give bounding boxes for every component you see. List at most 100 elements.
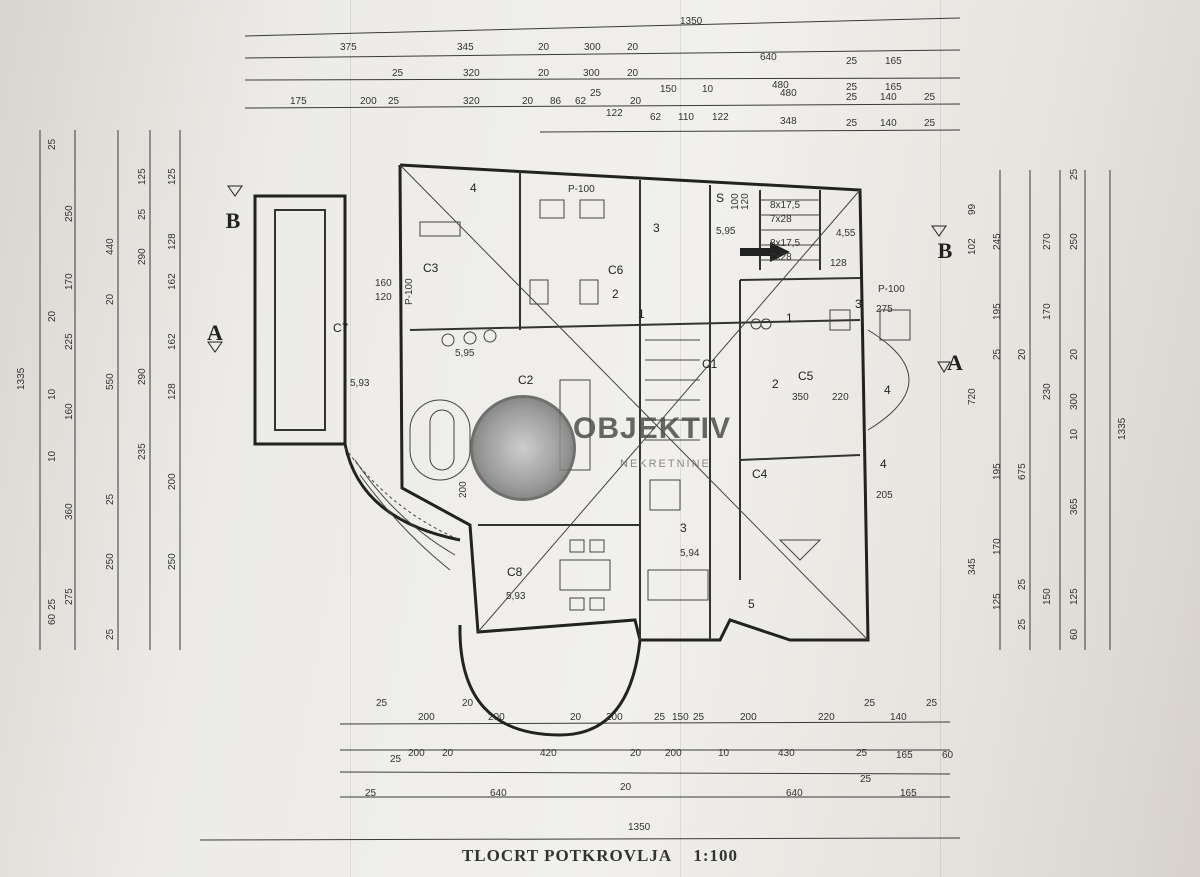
dimension-label: 25	[105, 493, 116, 505]
dimension-label: 290	[137, 248, 148, 265]
dimension-label: 25	[846, 92, 858, 103]
note-label: 7x28	[770, 252, 792, 263]
room-label: 3	[653, 221, 660, 235]
dimension-label: 200	[488, 712, 505, 723]
level-marker: 5,95	[716, 226, 736, 237]
dimension-label: 25	[390, 754, 402, 765]
dimension-label: 230	[1042, 383, 1053, 400]
dimension-label: 128	[167, 383, 178, 400]
note-label: 275	[876, 304, 893, 315]
dimension-label: 170	[992, 538, 1003, 555]
level-marker: 5,93	[506, 591, 526, 602]
dimension-label: 345	[967, 558, 978, 575]
dimension-label: 165	[900, 788, 917, 799]
dimension-label: 25	[924, 92, 936, 103]
dimension-label: 162	[167, 273, 178, 290]
note-label: 128	[830, 258, 847, 269]
note-label: 200	[458, 481, 469, 498]
watermark-logo-icon	[470, 395, 576, 501]
dimension-label: 110	[678, 112, 694, 123]
dimension-label: 20	[1017, 348, 1028, 360]
dimension-label: 122	[606, 108, 623, 119]
dimension-label: 300	[1069, 393, 1080, 410]
dimension-label: 99	[967, 203, 978, 215]
section-marker: B	[938, 238, 953, 263]
dimension-label: 550	[105, 373, 116, 390]
dimension-label: 250	[1069, 233, 1080, 250]
dimension-label: 10	[702, 84, 714, 95]
note-label: 8x17,5	[770, 200, 800, 211]
dimension-label: 195	[992, 303, 1003, 320]
dimension-label: 1350	[680, 16, 703, 27]
dimension-label: 25	[47, 138, 58, 150]
dimension-label: 720	[967, 388, 978, 405]
section-marker: A	[207, 320, 223, 345]
note-label: P-100	[568, 184, 595, 195]
dimension-label: 150	[672, 712, 689, 723]
dimension-label: 20	[522, 96, 534, 107]
note-label: P-100	[878, 284, 905, 295]
note-label: 350	[792, 392, 809, 403]
note-label: 120	[375, 292, 392, 303]
drawing-title: TLOCRT POTKROVLJA 1:100	[0, 846, 1200, 866]
dimension-label: 640	[490, 788, 507, 799]
note-label: 160	[375, 278, 392, 289]
dimension-label: 140	[890, 712, 907, 723]
drawing-scale: 1:100	[693, 846, 739, 865]
level-marker: 4,55	[836, 228, 856, 239]
room-label: 2	[612, 287, 619, 301]
dimension-label: 10	[1069, 428, 1080, 440]
watermark-brand: OBJEKTIV	[573, 412, 732, 445]
dimension-label: 125	[137, 168, 148, 185]
dimension-label: 86	[550, 96, 562, 107]
room-label: 1	[638, 307, 645, 321]
dimension-label: 200	[418, 712, 435, 723]
level-marker: 5,95	[455, 348, 475, 359]
dimension-label: 20	[1069, 348, 1080, 360]
dimension-label: 150	[660, 84, 677, 95]
dimension-label: 162	[167, 333, 178, 350]
dimension-label: 150	[1042, 588, 1053, 605]
room-label: C1	[702, 357, 718, 371]
note-label: 220	[832, 392, 849, 403]
dimension-label: 200	[360, 96, 377, 107]
dimension-label: 170	[64, 273, 75, 290]
paper-fold	[350, 0, 351, 877]
dimension-label: 20	[627, 42, 639, 53]
dimension-label: 195	[992, 463, 1003, 480]
dimension-label: 20	[630, 96, 642, 107]
room-label: 2	[772, 377, 779, 391]
dimension-label: 1335	[16, 367, 27, 390]
dimension-label: 320	[463, 96, 480, 107]
dimension-label: 225	[64, 333, 75, 350]
dimension-label: 220	[818, 712, 835, 723]
dimension-label: 25	[992, 348, 1003, 360]
dimension-label: 25	[1017, 578, 1028, 590]
dimension-label: 345	[457, 42, 474, 53]
dimension-label: 140	[880, 118, 897, 129]
room-label: C8	[507, 565, 523, 579]
dimension-label: 420	[540, 748, 557, 759]
dimension-label: 348	[780, 116, 797, 127]
dimension-label: 62	[575, 96, 587, 107]
dimension-label: 20	[47, 310, 58, 322]
dimension-label: 640	[786, 788, 803, 799]
section-marker: A	[947, 350, 963, 375]
drawing-title-text: TLOCRT POTKROVLJA	[461, 846, 673, 865]
dimension-label: 20	[630, 748, 642, 759]
dimension-label: 480	[772, 80, 789, 91]
dimension-label: 25	[846, 82, 858, 93]
dimension-label: 25	[376, 698, 388, 709]
level-marker: 5,94	[680, 548, 700, 559]
dimension-label: 200	[740, 712, 757, 723]
dimension-label: 25	[846, 118, 858, 129]
dimension-label: 102	[967, 238, 978, 255]
dimension-label: 170	[1042, 303, 1053, 320]
dimension-label: 440	[105, 238, 116, 255]
room-label: 3	[855, 297, 862, 311]
dimension-label: 270	[1042, 233, 1053, 250]
dimension-label: 25	[856, 748, 868, 759]
note-label: 205	[876, 490, 893, 501]
dimension-label: 25	[590, 88, 602, 99]
note-label: 8x17,5	[770, 238, 800, 249]
